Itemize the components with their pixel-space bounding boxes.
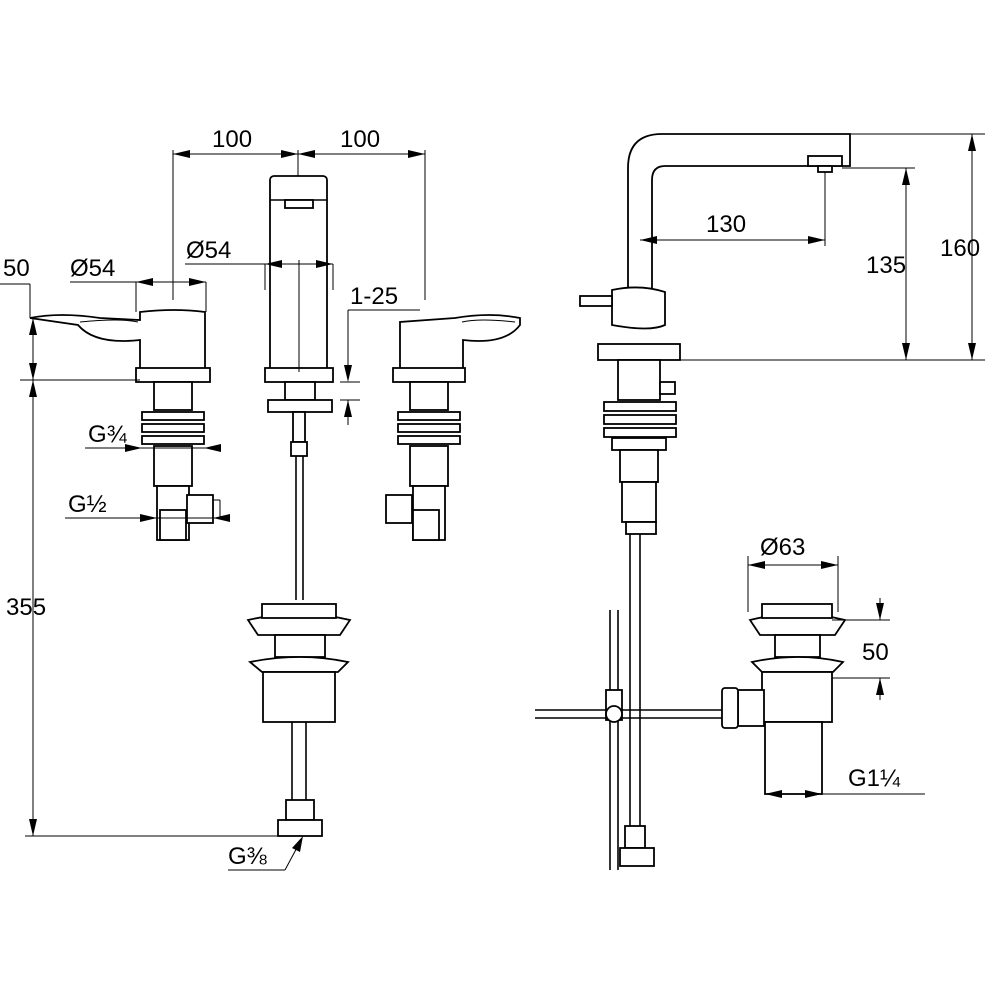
front-dimension-labels: 100 100 50 Ø54 Ø54 1-25 G¾ G½ 355 G⅜ <box>3 126 398 870</box>
pop-up-waste <box>246 603 352 837</box>
side-view: 130 135 160 Ø63 50 G1¼ <box>535 133 985 870</box>
side-dimension-labels: 130 135 160 Ø63 50 G1¼ <box>706 211 980 792</box>
dim-spout-diameter: Ø54 <box>186 237 231 264</box>
dim-total-height: 355 <box>6 594 46 621</box>
left-handle <box>29 309 221 541</box>
dim-deck-thickness: 1-25 <box>350 283 398 310</box>
dim-spacing-right: 100 <box>340 126 380 153</box>
side-waste <box>721 603 847 795</box>
dim-spout-reach: 130 <box>706 211 746 238</box>
dim-supply-thread: G¾ <box>88 421 128 448</box>
dim-handle-height: 50 <box>3 255 30 282</box>
side-dimension-lines <box>640 133 985 798</box>
dim-connection-thread: G½ <box>68 491 107 518</box>
dim-waste-height: 50 <box>862 639 889 666</box>
dim-handle-diameter: Ø54 <box>70 255 115 282</box>
dim-spout-clearance: 135 <box>866 252 906 279</box>
dim-waste-thread: G1¼ <box>848 765 901 792</box>
front-view: 100 100 50 Ø54 Ø54 1-25 G¾ G½ 355 G⅜ <box>0 126 521 871</box>
side-spout <box>535 133 851 870</box>
centre-spout <box>264 175 334 600</box>
front-dimension-lines <box>0 150 426 871</box>
right-handle <box>385 314 521 541</box>
dim-hose-thread: G⅜ <box>228 843 268 870</box>
dim-spacing-left: 100 <box>212 126 252 153</box>
dim-waste-diameter: Ø63 <box>760 534 805 561</box>
dim-spout-height: 160 <box>940 235 980 262</box>
